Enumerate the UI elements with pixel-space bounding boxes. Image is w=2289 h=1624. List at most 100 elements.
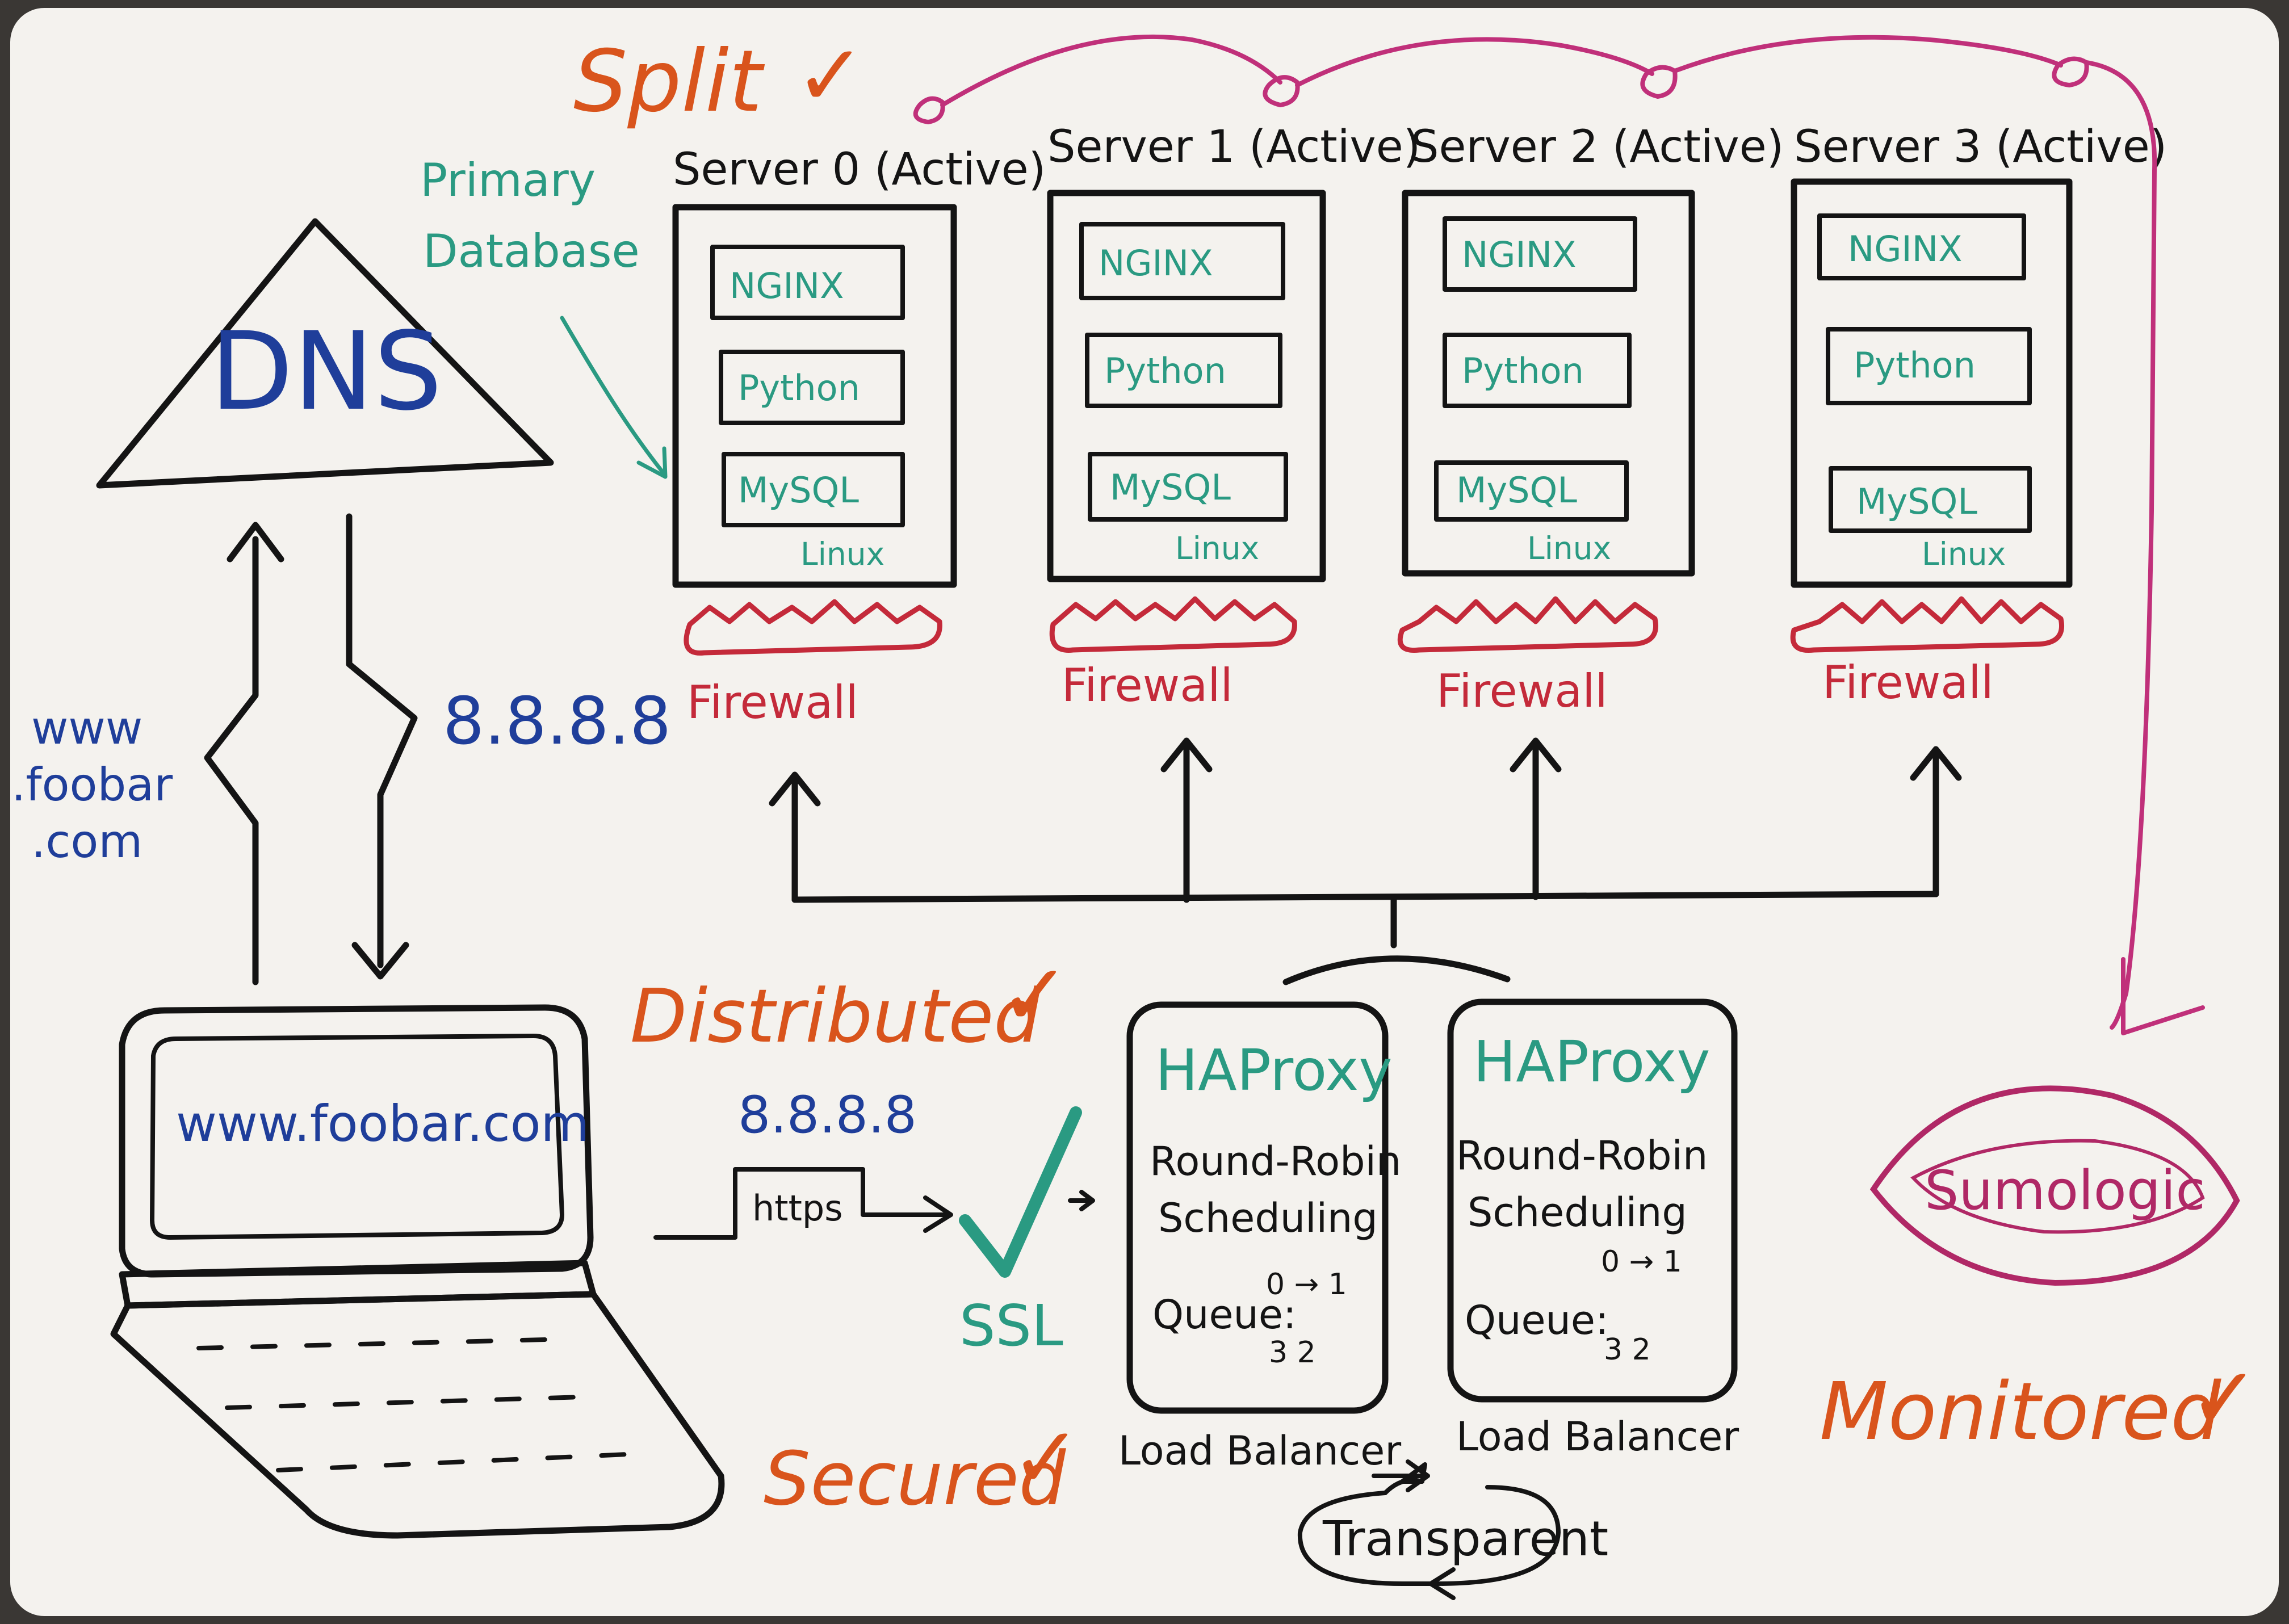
server-2-title: Server 2 (Active) — [1411, 121, 1784, 173]
load-balancer-0-box — [1126, 1001, 1389, 1414]
ssl-to-lb-arrow — [1068, 1190, 1095, 1211]
to-server-1-arrow — [1160, 737, 1213, 903]
server-0-python: Python — [738, 367, 860, 409]
load-balancer-0-algo-line2: Scheduling — [1158, 1195, 1378, 1241]
server-3-mysql-box — [1829, 466, 2032, 533]
server-3-box — [1791, 178, 2073, 588]
server-2: Server 2 (Active) NGINX Python MySQL Lin… — [1397, 121, 1784, 717]
server-3-nginx: NGINX — [1848, 228, 1963, 270]
split-label: Split — [573, 32, 765, 131]
dns-ip-label: 8.8.8.8 — [443, 683, 671, 759]
link-to-sumologic — [2084, 60, 2157, 1030]
server-0-nginx: NGINX — [730, 265, 844, 307]
server-2-mysql: MySQL — [1456, 469, 1577, 511]
to-server-3-arrow — [1910, 746, 1962, 897]
dns-request-arrowhead — [227, 522, 284, 563]
server-2-python-box — [1443, 333, 1632, 408]
server-1: Server 1 (Active) NGINX Python MySQL Lin… — [1047, 121, 1420, 712]
server-0: Server 0 (Active) NGINX Python MySQL Lin… — [672, 144, 1046, 729]
load-balancer-1-name: HAProxy — [1473, 1029, 1711, 1095]
server-1-python-box — [1085, 333, 1282, 408]
server-1-mysql: MySQL — [1110, 467, 1231, 508]
server-3-title: Server 3 (Active) — [1794, 121, 2167, 173]
secured-label: Secured — [764, 1436, 1067, 1522]
server-0-os: Linux — [800, 536, 884, 572]
sumologic-label: Sumologic — [1925, 1160, 2206, 1222]
load-balancer-0-queue-top: 0 → 1 — [1266, 1268, 1347, 1302]
load-balancer-1: HAProxy Round-Robin Scheduling Queue: 0 … — [1447, 998, 1739, 1460]
transparent-label: Transparent — [1322, 1511, 1608, 1567]
monitored-check: ✓ — [2189, 1349, 2260, 1448]
server-0-nginx-box — [710, 245, 905, 320]
primary-db-arrowhead — [636, 446, 668, 479]
server-3-python-box — [1826, 327, 2032, 405]
server-0-box — [672, 204, 957, 588]
monitored-label: Monitored — [1820, 1366, 2221, 1458]
server-1-agent-icon — [1263, 75, 1300, 107]
load-balancer-0-queue-label: Queue: — [1152, 1291, 1297, 1338]
server-0-firewall-icon — [684, 599, 942, 656]
transparent-arrowhead-bottom — [1428, 1567, 1456, 1600]
browser-url: www.foobar.com — [176, 1094, 589, 1153]
transparent-arrowhead-top — [1372, 1459, 1430, 1492]
server-1-nginx: NGINX — [1099, 242, 1213, 284]
server-3-firewall: Firewall — [1822, 656, 1994, 709]
primary-db-arrow — [560, 316, 666, 476]
keyboard-row-2 — [225, 1394, 604, 1410]
load-balancer-1-queue-bottom: 3 2 — [1604, 1333, 1651, 1367]
dns-response-arrowhead — [351, 942, 409, 980]
board-surface — [10, 8, 2279, 1616]
server-0-mysql: MySQL — [738, 469, 859, 511]
server-3-nginx-box — [1817, 213, 2026, 280]
server-1-python: Python — [1104, 350, 1226, 392]
server-0-firewall: Firewall — [687, 676, 858, 729]
distribution-bus — [791, 891, 1939, 903]
load-balancer-0-name: HAProxy — [1155, 1037, 1393, 1103]
monitoring-links — [913, 34, 2205, 1035]
domain-line2: .foobar — [11, 758, 173, 811]
secured-check: ✓ — [1011, 1409, 1082, 1508]
load-balancer-1-algo-line2: Scheduling — [1468, 1189, 1687, 1236]
ssl-check-icon — [959, 1106, 1082, 1278]
distributed-label: Distributed — [630, 973, 1041, 1059]
server-1-firewall: Firewall — [1062, 659, 1233, 712]
server-2-nginx: NGINX — [1462, 234, 1577, 275]
server-1-os: Linux — [1175, 530, 1259, 566]
server-0-python-box — [719, 350, 905, 425]
dns-label: DNS — [210, 309, 442, 434]
server-3-agent-icon — [2052, 56, 2089, 87]
https-signal-line — [653, 1167, 950, 1240]
server-3-python: Python — [1854, 345, 1976, 386]
server-0-mysql-box — [722, 452, 905, 527]
keyboard-row-3 — [276, 1451, 655, 1472]
distributed-check: ✓ — [999, 946, 1071, 1045]
link-to-sumologic-arrowhead — [2121, 957, 2205, 1035]
lb-join-curve — [1282, 955, 1511, 985]
server-2-firewall-icon — [1397, 596, 1658, 653]
server-2-python: Python — [1462, 350, 1584, 392]
server-1-box — [1047, 190, 1326, 582]
server-0-title: Server 0 (Active) — [673, 144, 1046, 195]
server-1-title: Server 1 (Active) — [1047, 121, 1420, 173]
server-3: Server 3 (Active) NGINX Python MySQL Lin… — [1790, 121, 2167, 709]
load-balancer-1-box — [1447, 998, 1738, 1403]
load-balancer-1-caption: Load Balancer — [1456, 1413, 1739, 1460]
server-0-agent-icon — [913, 96, 945, 124]
load-balancer-1-queue-label: Queue: — [1465, 1297, 1609, 1344]
link-1-2 — [1295, 37, 1654, 87]
https-label: https — [752, 1187, 843, 1229]
server-3-mysql: MySQL — [1856, 481, 1977, 522]
link-0-1 — [940, 34, 1282, 107]
domain-line3: .com — [31, 815, 142, 868]
server-2-firewall: Firewall — [1436, 665, 1608, 717]
split-check: ✓ — [795, 27, 866, 125]
load-balancer-1-queue-top: 0 → 1 — [1601, 1245, 1682, 1279]
request-ip-label: 8.8.8.8 — [738, 1085, 917, 1145]
laptop — [110, 1004, 725, 1539]
laptop-base — [110, 1291, 725, 1539]
server-2-nginx-box — [1443, 216, 1637, 292]
load-balancer-0-queue-bottom: 3 2 — [1269, 1336, 1316, 1370]
load-balancer-0-algo-line1: Round-Robin — [1150, 1138, 1401, 1185]
dns-triangle — [96, 218, 554, 489]
